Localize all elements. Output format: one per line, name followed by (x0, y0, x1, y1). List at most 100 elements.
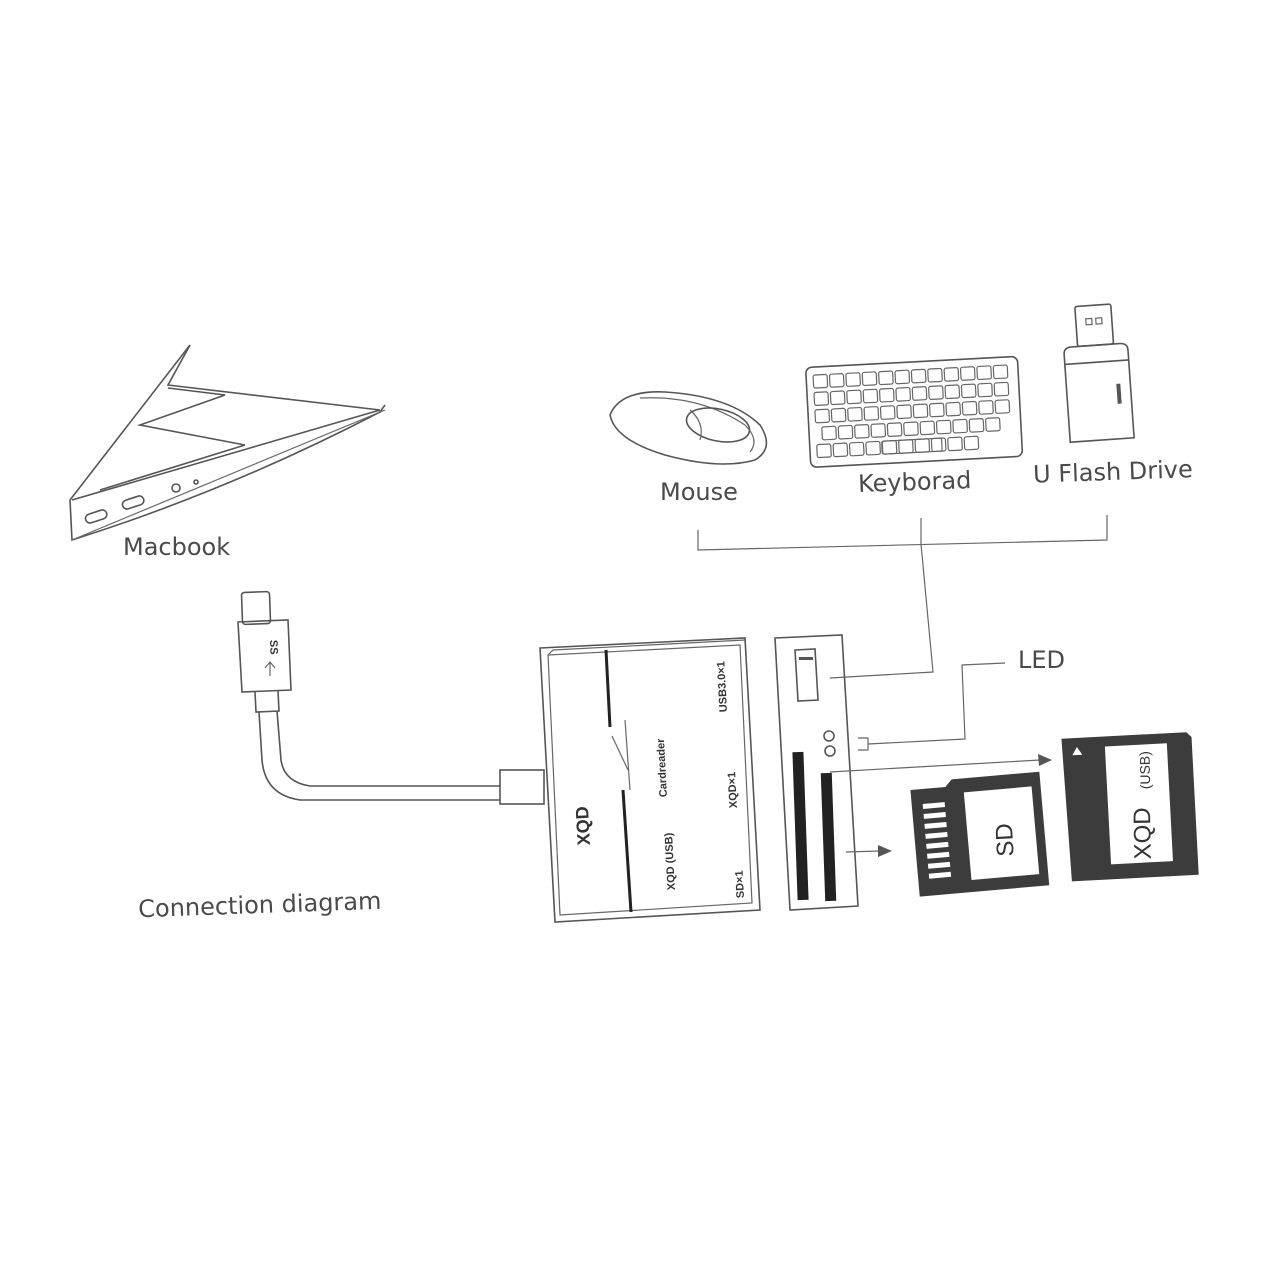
sd-card-label: SD (991, 823, 1020, 858)
keyboard-key (945, 401, 962, 417)
xqd-insert-arrow (829, 754, 1052, 773)
keyboard-key (992, 364, 1009, 380)
keyboard-key (985, 417, 1001, 432)
slot-xqd-usb-label: XQD (USB) (663, 832, 678, 890)
keyboard-key (927, 367, 943, 383)
keyboard-key (944, 384, 961, 400)
keyboard-icon (805, 355, 1024, 468)
keyboard-key (814, 408, 831, 424)
keyboard-key (832, 442, 849, 458)
keyboard-label: Keyborad (858, 466, 972, 498)
keyboard-key (898, 439, 914, 454)
usb-c-plug-tip (240, 590, 272, 626)
xqd-slot (820, 772, 837, 902)
keyboard-key (976, 365, 992, 381)
reader-title: Cardreader (655, 738, 670, 798)
sd-card-pins (922, 802, 952, 879)
superspeed-mark: SS (267, 640, 280, 655)
indicator-icon (193, 479, 199, 485)
usb-a-connector (499, 769, 545, 805)
keyboard-key (894, 369, 911, 385)
keyboard-key (968, 417, 985, 433)
keyboard-spacebar (881, 437, 943, 455)
keyboard-key (829, 390, 846, 406)
port-usb3-label: USB3.0×1 (715, 661, 730, 713)
led-callout-line (858, 662, 1006, 751)
keyboard-key (863, 406, 880, 421)
usb-c-cable: SS (237, 590, 545, 805)
keyboard-key (935, 419, 952, 435)
keyboard-key (919, 420, 936, 436)
led-label: LED (1018, 646, 1065, 674)
indicator-icon (171, 483, 181, 493)
device-bracket (697, 515, 1108, 551)
keyboard-key (910, 368, 927, 384)
keyboard-key (845, 372, 861, 387)
card-reader-top: XQD Cardreader XQD (USB) USB3.0×1 XQD×1 … (539, 637, 761, 923)
keyboard-key (878, 387, 895, 403)
keyboard-key (865, 440, 881, 456)
keyboard-key (879, 405, 896, 420)
keyboard-key (928, 385, 944, 400)
sd-pin (926, 841, 949, 849)
keyboard-key (960, 383, 977, 399)
keyboard-key (861, 371, 878, 387)
flash-drive-icon (1063, 303, 1135, 444)
keyboard-key (862, 388, 879, 404)
keyboard-key (930, 437, 947, 453)
mouse-icon (609, 391, 768, 465)
keyboard-key (993, 381, 1010, 397)
keyboard-key (977, 382, 993, 398)
port-sd-label: SD×1 (734, 870, 747, 898)
keyboard-key (870, 423, 887, 438)
keyboard-key (943, 367, 960, 382)
keyboard-key (846, 389, 862, 405)
sd-card-icon: SD (910, 771, 1050, 897)
keyboard-key (947, 436, 963, 452)
keyboard-key (813, 391, 830, 406)
usb-icon (264, 661, 276, 676)
xqd-card-label: XQD (1129, 807, 1157, 859)
usb-c-port-icon (84, 509, 108, 524)
usb-c-port-icon (121, 495, 145, 510)
sd-slot-line (604, 649, 612, 728)
usb-c-plug-body (237, 619, 292, 693)
keyboard-key (952, 418, 968, 434)
keyboard-key (896, 404, 912, 420)
keyboard-key (914, 438, 931, 453)
macbook-label: Macbook (123, 533, 230, 561)
keyboard-key (878, 370, 894, 386)
sd-pin (925, 831, 948, 839)
keyboard-key (895, 386, 911, 402)
keyboard-key (821, 425, 837, 441)
keyboard-key (847, 406, 863, 422)
triangle-marker-icon (1072, 746, 1083, 756)
sd-pin (927, 851, 950, 859)
hub-connector-line (829, 543, 934, 679)
keyboard-key (886, 422, 903, 437)
keyboard-key (848, 441, 865, 457)
keyboard-key (929, 402, 945, 418)
sd-insert-arrow (845, 845, 892, 857)
xqd-card-sublabel: (USB) (1137, 751, 1154, 789)
sd-pin (923, 812, 946, 819)
led-indicator-icon (823, 730, 835, 742)
keyboard-key (994, 399, 1011, 414)
led-indicator-icon (824, 745, 836, 757)
sd-pin (927, 861, 951, 869)
keyboard-key (828, 373, 845, 388)
xqd-card-icon: XQD (USB) (1061, 732, 1199, 882)
keyboard-key (963, 435, 980, 451)
sd-pin (922, 802, 946, 809)
reader-brand: XQD (572, 806, 594, 846)
mouse-label: Mouse (660, 478, 738, 506)
usb-port-icon (794, 648, 819, 702)
port-xqd-label: XQD×1 (726, 772, 740, 809)
keyboard-key (830, 407, 847, 423)
keyboard-key (837, 424, 854, 440)
keyboard-key (881, 439, 898, 455)
keyboard-key (812, 373, 829, 389)
keyboard-key (978, 400, 994, 415)
connection-diagram-caption: Connection diagram (138, 887, 382, 923)
flash-drive-label: U Flash Drive (1033, 455, 1194, 489)
